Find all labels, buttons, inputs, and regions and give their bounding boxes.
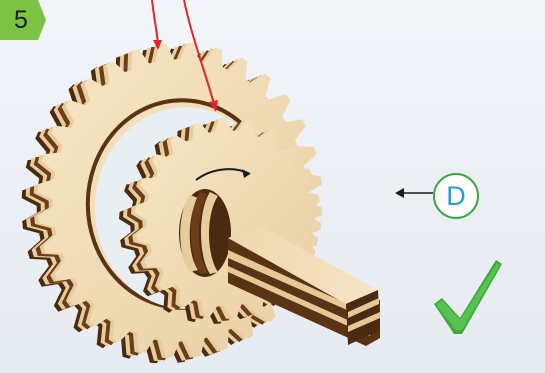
callout-letter: D xyxy=(433,173,479,219)
step-number: 5 xyxy=(8,4,34,36)
callout-pointer-arrow xyxy=(395,186,435,200)
part-label-callout: D xyxy=(433,173,479,219)
step-badge: 5 xyxy=(0,0,47,42)
check-icon xyxy=(432,260,504,338)
